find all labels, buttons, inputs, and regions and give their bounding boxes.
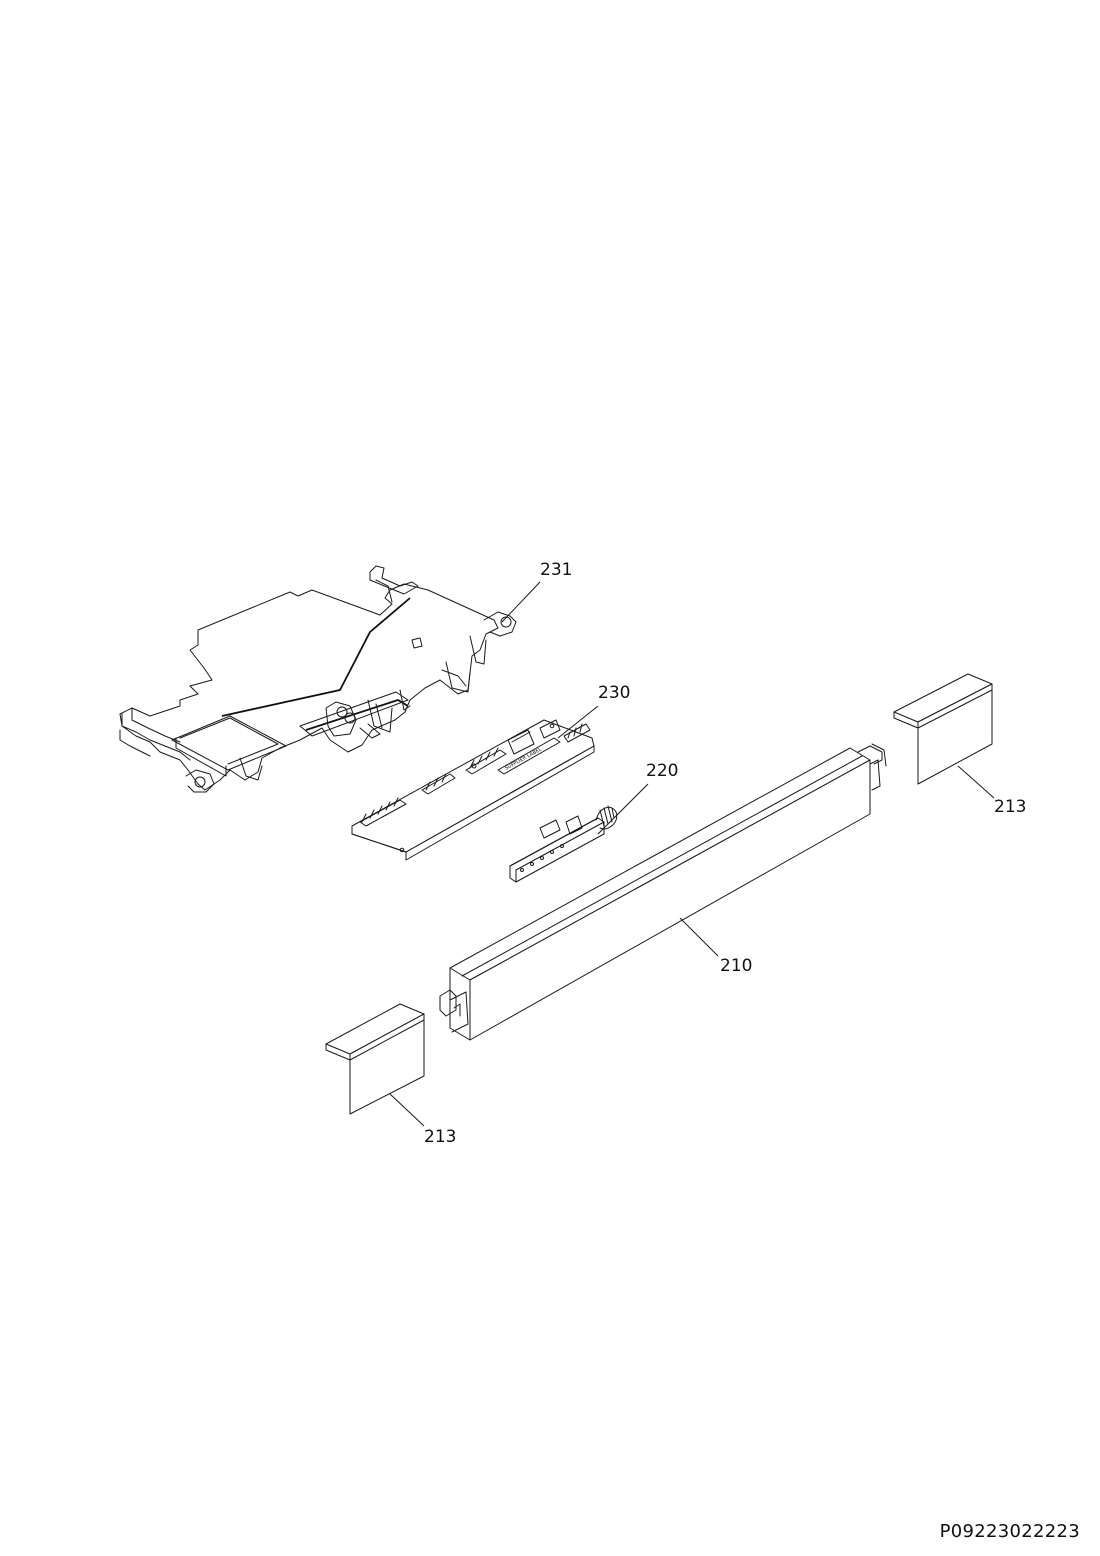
callout-230: 230 bbox=[598, 683, 630, 703]
leader-213-right bbox=[957, 765, 995, 799]
part-213-end-cap-left bbox=[325, 1003, 425, 1115]
leader-210 bbox=[679, 917, 719, 957]
part-213-end-cap-right bbox=[893, 673, 993, 785]
callout-231: 231 bbox=[540, 560, 572, 580]
callout-210: 210 bbox=[720, 956, 752, 976]
leader-220 bbox=[597, 783, 649, 835]
part-210-panel-trim bbox=[439, 743, 887, 1041]
leader-213-left bbox=[389, 1093, 425, 1127]
callout-213-left: 213 bbox=[424, 1127, 456, 1147]
part-230-pcb: SUPPLIER LABEL bbox=[351, 719, 595, 861]
document-code: P09223022223 bbox=[939, 1521, 1080, 1542]
callout-213-right: 213 bbox=[994, 797, 1026, 817]
part-231-bracket bbox=[119, 565, 517, 793]
callout-220: 220 bbox=[646, 761, 678, 781]
part-220-encoder-board bbox=[509, 805, 618, 883]
leader-230 bbox=[557, 705, 599, 739]
leader-231 bbox=[501, 581, 541, 623]
